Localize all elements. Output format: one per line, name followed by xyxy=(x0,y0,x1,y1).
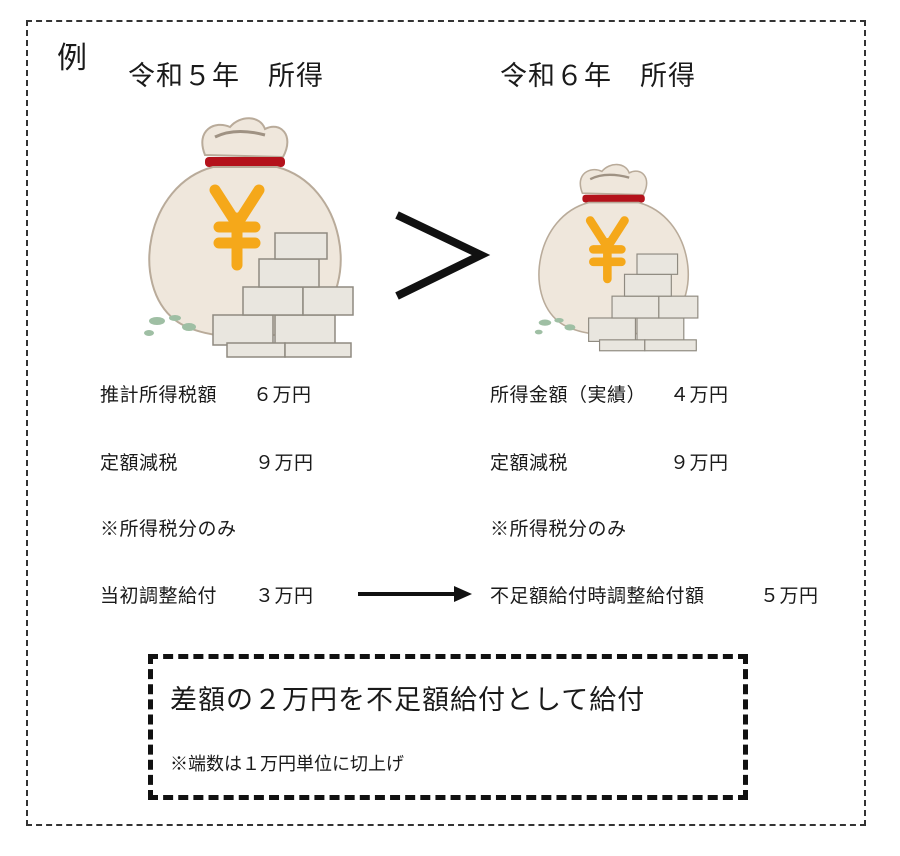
left-estimated-tax-label: 推計所得税額 xyxy=(100,384,218,406)
left-estimated-tax-value: ６万円 xyxy=(253,384,312,406)
left-initial-adjustment-value: ３万円 xyxy=(255,585,314,607)
left-flat-reduction-value: ９万円 xyxy=(255,452,314,474)
right-shortfall-adjustment-value: ５万円 xyxy=(760,585,819,607)
left-initial-adjustment-label: 当初調整給付 xyxy=(100,585,218,607)
money-bag-large-icon xyxy=(144,117,354,358)
right-income-amount-value: ４万円 xyxy=(670,384,729,406)
right-income-amount-label: 所得金額（実績） xyxy=(490,384,647,406)
right-arrow-icon xyxy=(358,586,472,602)
right-shortfall-adjustment-label: 不足額給付時調整給付額 xyxy=(490,585,705,607)
right-flat-reduction-label: 定額減税 xyxy=(490,452,569,474)
right-income-tax-note: ※所得税分のみ xyxy=(490,518,627,540)
example-label: 例 xyxy=(57,41,87,76)
money-bag-small-icon xyxy=(534,163,699,352)
summary-box xyxy=(148,654,748,800)
right-flat-reduction-value: ９万円 xyxy=(670,452,729,474)
left-title: 令和５年 所得 xyxy=(128,61,324,92)
left-flat-reduction-label: 定額減税 xyxy=(100,452,179,474)
right-title: 令和６年 所得 xyxy=(500,61,696,92)
summary-main-text: 差額の２万円を不足額給付として給付 xyxy=(170,685,646,716)
greater-than-symbol xyxy=(395,211,491,300)
summary-rounding-note: ※端数は１万円単位に切上げ xyxy=(170,754,404,775)
left-income-tax-note: ※所得税分のみ xyxy=(100,518,237,540)
example-frame xyxy=(26,20,866,826)
